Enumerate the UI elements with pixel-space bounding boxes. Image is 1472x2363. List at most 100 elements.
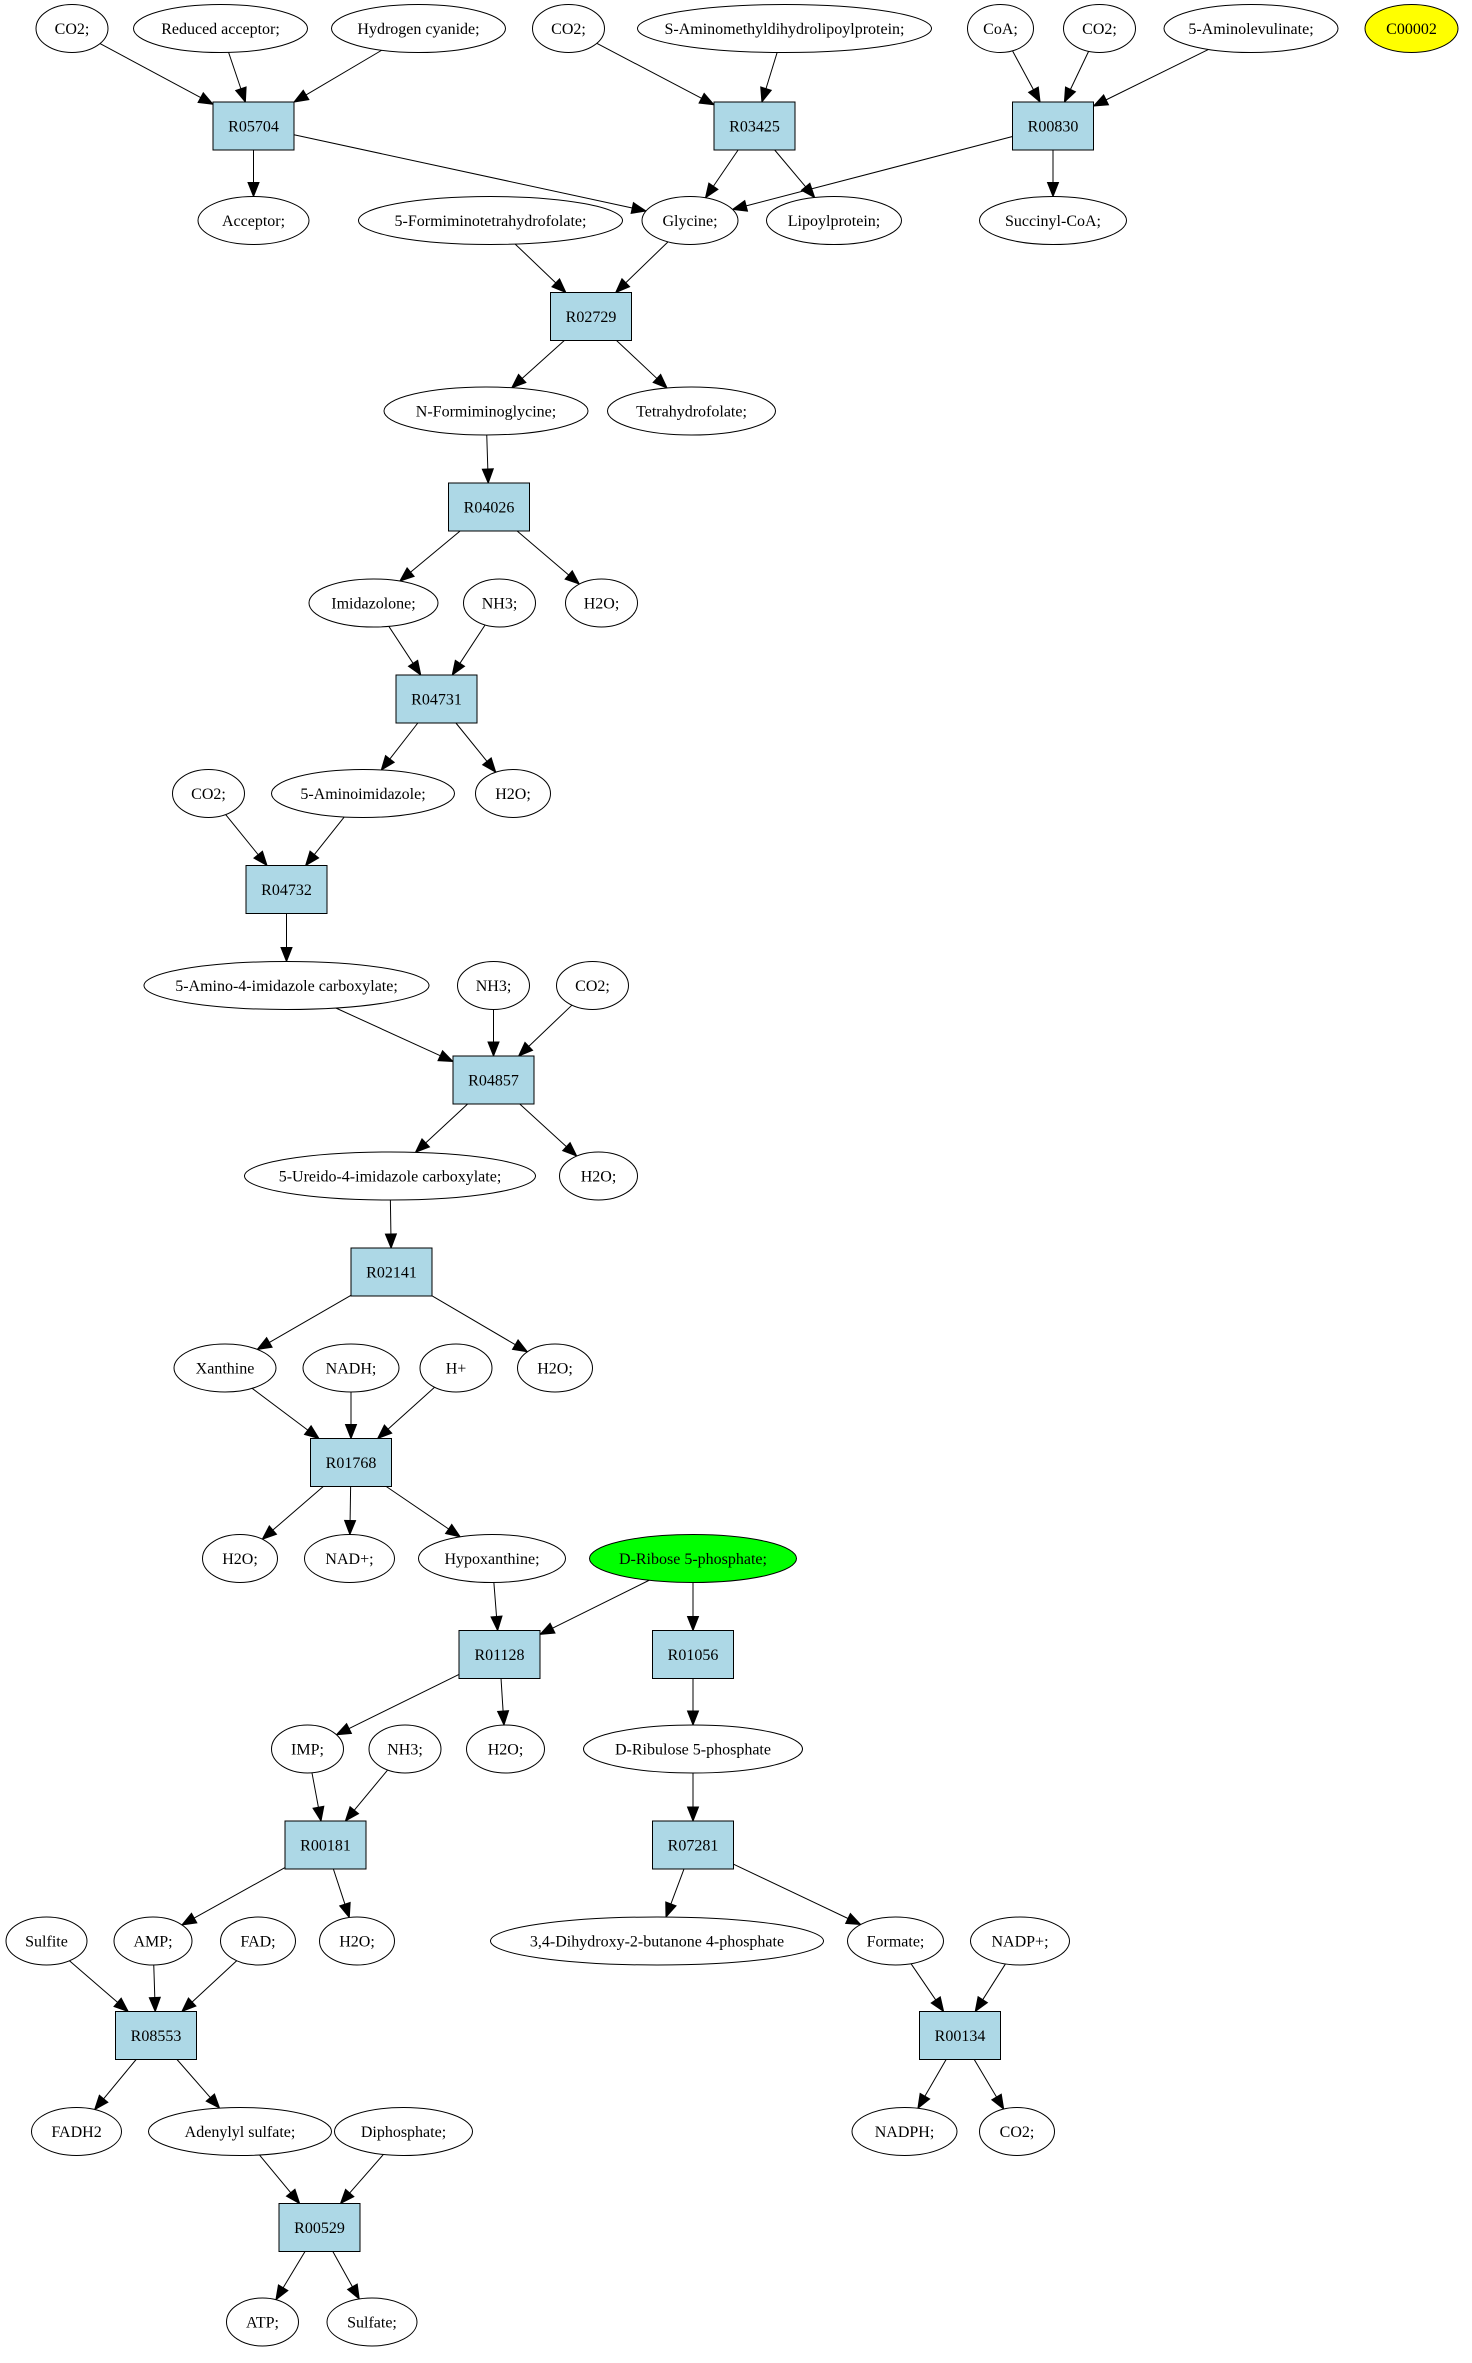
edge-n_5u4ic-to-R02141	[389, 1199, 392, 1235]
reaction-node-R02729[interactable]: R02729	[550, 292, 632, 341]
compound-node-h2o_e[interactable]: H2O;	[202, 1534, 278, 1583]
compound-ellipse	[979, 196, 1127, 245]
reaction-node-R04026[interactable]: R04026	[448, 482, 530, 532]
compound-node-glycine[interactable]: Glycine;	[641, 196, 739, 245]
compound-node-h2o_g[interactable]: H2O;	[319, 1916, 395, 1966]
compound-node-hplus[interactable]: H+	[419, 1343, 493, 1393]
node-label: D-Ribulose 5-phosphate	[615, 1742, 771, 1759]
compound-ellipse	[463, 578, 536, 628]
edges-layer	[69, 42, 1209, 2301]
arrowhead-R01768-to-n_h2o_e	[261, 1525, 278, 1541]
compound-ellipse	[517, 1343, 593, 1393]
reaction-box	[395, 674, 478, 724]
reaction-node-R00830[interactable]: R00830	[1012, 101, 1094, 151]
compound-node-formate[interactable]: Formate;	[847, 1916, 944, 1966]
compound-node-co2_d[interactable]: CO2;	[172, 769, 245, 818]
arrowhead-n_nh3_a-to-R04731	[451, 659, 466, 677]
edge-R02141-to-n_xanthine	[269, 1294, 352, 1343]
compound-node-fadh2[interactable]: FADH2	[31, 2107, 122, 2156]
compound-node-coa[interactable]: CoA;	[967, 4, 1034, 53]
compound-node-h2o_b[interactable]: H2O;	[475, 769, 551, 818]
edge-n_xanthine-to-R01768	[251, 1387, 309, 1431]
compound-node-succoa[interactable]: Succinyl-CoA;	[979, 196, 1127, 245]
arrowhead-R04732-to-n_5a4ic	[280, 947, 293, 963]
compound-node-acceptor[interactable]: Acceptor;	[197, 196, 310, 245]
node-label: AMP;	[133, 1934, 172, 1951]
edge-n_coa-to-R00830	[1012, 50, 1034, 90]
reaction-node-R01128[interactable]: R01128	[458, 1630, 541, 1679]
node-label: D-Ribose 5-phosphate;	[619, 1551, 767, 1568]
compound-node-h2o_f[interactable]: H2O;	[466, 1724, 545, 1774]
reaction-node-R00529[interactable]: R00529	[278, 2203, 361, 2252]
compound-node-nh3_a[interactable]: NH3;	[463, 578, 536, 628]
node-label: R00529	[294, 2220, 345, 2237]
compound-node-5u4ic[interactable]: 5-Ureido-4-imidazole carboxylate;	[244, 1151, 536, 1201]
compound-node-xanthine[interactable]: Xanthine	[173, 1343, 277, 1393]
compound-node-sulfite[interactable]: Sulfite	[5, 1916, 88, 1966]
compound-node-co2_b[interactable]: CO2;	[532, 4, 605, 53]
compound-node-nfgly[interactable]: N-Formiminoglycine;	[383, 386, 589, 436]
compound-node-5a4ic[interactable]: 5-Amino-4-imidazole carboxylate;	[143, 961, 430, 1010]
arrowhead-R01128-to-n_h2o_f	[496, 1710, 510, 1727]
compound-node-ru5p[interactable]: D-Ribulose 5-phosphate	[583, 1724, 803, 1774]
compound-node-thf[interactable]: Tetrahydrofolate;	[607, 386, 776, 436]
compound-node-aps[interactable]: Adenylyl sulfate;	[148, 2107, 332, 2156]
compound-node-imidaz[interactable]: Imidazolone;	[308, 578, 439, 628]
compound-node-sulfate[interactable]: Sulfate;	[326, 2297, 418, 2347]
edge-n_imp-to-R00181	[311, 1772, 319, 1808]
compound-node-co2_a[interactable]: CO2;	[35, 4, 109, 53]
reaction-node-R00134[interactable]: R00134	[919, 2011, 1001, 2060]
edge-R05704-to-n_glycine	[293, 134, 633, 209]
compound-node-samdl[interactable]: S-Aminomethyldihydrolipoylprotein;	[637, 4, 932, 53]
compound-ellipse	[1364, 4, 1459, 53]
compound-node-co2_c[interactable]: CO2;	[1063, 4, 1136, 53]
compound-node-hcn[interactable]: Hydrogen cyanide;	[331, 4, 506, 53]
compound-node-imp[interactable]: IMP;	[271, 1724, 344, 1774]
node-label: H2O;	[584, 596, 620, 613]
reaction-node-R04857[interactable]: R04857	[452, 1055, 535, 1105]
compound-node-nh3_b[interactable]: NH3;	[457, 961, 530, 1010]
compound-ellipse	[970, 1916, 1070, 1966]
reaction-node-R05704[interactable]: R05704	[212, 101, 295, 151]
reaction-node-R04731[interactable]: R04731	[395, 674, 478, 724]
reaction-node-R08553[interactable]: R08553	[115, 2011, 197, 2060]
compound-node-c00002[interactable]: C00002	[1364, 4, 1459, 53]
compound-node-fad[interactable]: FAD;	[220, 1916, 296, 1966]
reaction-node-R00181[interactable]: R00181	[284, 1820, 367, 1870]
compound-node-h2o_d[interactable]: H2O;	[517, 1343, 593, 1393]
arrowhead-n_formate-to-R00134	[930, 1996, 945, 2013]
compound-ellipse	[172, 769, 245, 818]
compound-node-r5p[interactable]: D-Ribose 5-phosphate;	[589, 1534, 797, 1583]
edge-n_nh3_c-to-R00181	[353, 1769, 388, 1811]
compound-node-co2_e[interactable]: CO2;	[556, 961, 629, 1010]
compound-ellipse	[319, 1916, 395, 1966]
compound-node-nh3_c[interactable]: NH3;	[368, 1724, 442, 1774]
reaction-node-R07281[interactable]: R07281	[652, 1820, 734, 1870]
reaction-node-R03425[interactable]: R03425	[713, 101, 796, 151]
arrowhead-R04026-to-n_imidaz	[398, 567, 415, 582]
compound-node-dhbp[interactable]: 3,4-Dihydroxy-2-butanone 4-phosphate	[490, 1916, 824, 1966]
compound-node-atp[interactable]: ATP;	[226, 2297, 299, 2347]
compound-node-nadh[interactable]: NADH;	[302, 1343, 400, 1393]
compound-node-nadpplus[interactable]: NADP+;	[970, 1916, 1070, 1966]
compound-node-hypox[interactable]: Hypoxanthine;	[418, 1534, 566, 1583]
reaction-node-R04732[interactable]: R04732	[245, 865, 328, 914]
compound-node-amp[interactable]: AMP;	[113, 1916, 193, 1966]
edge-n_co2_a-to-R05704	[99, 43, 201, 99]
reaction-node-R01056[interactable]: R01056	[652, 1630, 734, 1679]
compound-node-nadplus[interactable]: NAD+;	[304, 1534, 395, 1583]
compound-node-h2o_a[interactable]: H2O;	[565, 578, 638, 628]
compound-node-nadph[interactable]: NADPH;	[851, 2107, 958, 2156]
reaction-node-R02141[interactable]: R02141	[350, 1247, 433, 1297]
reaction-node-R01768[interactable]: R01768	[310, 1438, 392, 1487]
node-label: Diphosphate;	[361, 2124, 446, 2141]
compound-node-5ai[interactable]: 5-Aminoimidazole;	[271, 769, 455, 818]
compound-node-redacc[interactable]: Reduced acceptor;	[133, 4, 308, 53]
compound-node-ppi[interactable]: Diphosphate;	[334, 2107, 473, 2156]
arrowhead-n_nh3_b-to-R04857	[487, 1041, 500, 1058]
compound-node-lipoyl[interactable]: Lipoylprotein;	[766, 196, 902, 245]
compound-node-5fthf[interactable]: 5-Formiminotetrahydrofolate;	[358, 196, 623, 245]
compound-node-h2o_c[interactable]: H2O;	[559, 1151, 638, 1201]
compound-node-5ala[interactable]: 5-Aminolevulinate;	[1163, 4, 1339, 53]
compound-node-co2_f[interactable]: CO2;	[979, 2107, 1055, 2156]
